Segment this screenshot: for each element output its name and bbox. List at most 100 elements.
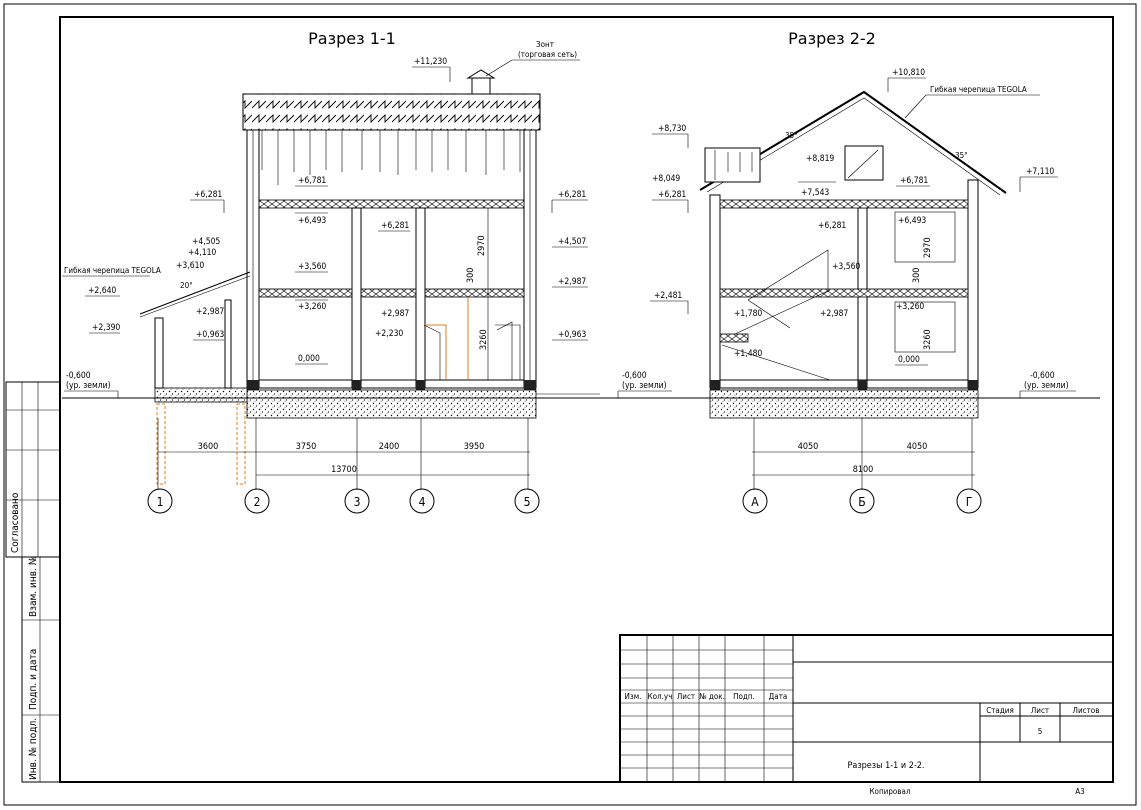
axis-g: Г <box>966 495 973 509</box>
axis-5: 5 <box>524 495 531 509</box>
svg-text:+2,987: +2,987 <box>196 307 224 317</box>
svg-text:+4,505: +4,505 <box>192 237 220 247</box>
svg-text:2970: 2970 <box>477 235 487 256</box>
svg-text:+6,281: +6,281 <box>558 190 586 200</box>
svg-text:+2,481: +2,481 <box>654 291 682 301</box>
col-list: Лист <box>677 692 695 701</box>
svg-text:+8,049: +8,049 <box>652 174 680 184</box>
svg-text:3260: 3260 <box>923 329 933 350</box>
drawing-title: Разрезы 1-1 и 2-2. <box>848 761 925 771</box>
svg-text:300: 300 <box>466 268 476 283</box>
svg-text:+6,281: +6,281 <box>658 190 686 200</box>
svg-text:3950: 3950 <box>464 442 485 452</box>
svg-text:+6,781: +6,781 <box>900 176 928 186</box>
svg-text:(ур. земли): (ур. земли) <box>622 381 667 391</box>
svg-text:-0,600: -0,600 <box>622 371 647 381</box>
copied-label: Копировал <box>869 787 910 796</box>
axis-b: Б <box>858 495 865 509</box>
svg-text:+0,963: +0,963 <box>558 330 586 340</box>
svg-text:+6,493: +6,493 <box>298 216 326 226</box>
agreed-label: Согласовано <box>10 492 21 553</box>
section-2-title: Разрез 2-2 <box>788 29 876 48</box>
svg-text:4050: 4050 <box>798 442 819 452</box>
svg-text:(торговая сеть): (торговая сеть) <box>518 50 577 59</box>
svg-text:+11,230: +11,230 <box>414 57 447 67</box>
inv-orig-label: Инв. № подл. <box>28 718 39 780</box>
foundation-1 <box>246 389 537 419</box>
stage-label: Стадия <box>986 706 1014 715</box>
svg-text:+6,493: +6,493 <box>898 216 926 226</box>
section-1-1: Разрез 1-1 <box>62 29 600 514</box>
svg-text:-0,600: -0,600 <box>1030 371 1055 381</box>
svg-text:+0,963: +0,963 <box>196 330 224 340</box>
svg-text:3600: 3600 <box>198 442 219 452</box>
sign-date-label: Подп. и дата <box>28 649 39 710</box>
svg-text:+8,730: +8,730 <box>658 124 686 134</box>
col-podp: Подп. <box>733 692 755 701</box>
svg-text:+7,110: +7,110 <box>1026 167 1054 177</box>
foundation-2 <box>709 389 979 419</box>
col-koluch: Кол.уч <box>648 692 673 701</box>
svg-text:-0,600: -0,600 <box>66 371 91 381</box>
format-label: А3 <box>1075 787 1085 796</box>
svg-text:35°: 35° <box>955 151 968 160</box>
svg-text:35°: 35° <box>785 131 798 140</box>
svg-text:+2,640: +2,640 <box>88 286 116 296</box>
svg-text:0,000: 0,000 <box>898 355 920 365</box>
svg-text:+7,543: +7,543 <box>801 188 829 198</box>
svg-text:+6,781: +6,781 <box>298 176 326 186</box>
svg-text:+4,507: +4,507 <box>558 237 586 247</box>
svg-text:3260: 3260 <box>479 329 489 350</box>
col-ndok: № док. <box>699 692 725 701</box>
svg-text:+8,819: +8,819 <box>806 154 834 164</box>
svg-text:+4,110: +4,110 <box>188 248 216 258</box>
axis-3: 3 <box>354 495 361 509</box>
roof-1 <box>242 93 541 131</box>
svg-text:+3,260: +3,260 <box>298 302 326 312</box>
svg-text:4050: 4050 <box>907 442 928 452</box>
svg-text:3750: 3750 <box>296 442 317 452</box>
svg-text:0,000: 0,000 <box>298 354 320 364</box>
axis-4: 4 <box>419 495 426 509</box>
svg-text:+3,260: +3,260 <box>896 302 924 312</box>
axis-a: А <box>751 495 759 509</box>
svg-text:+3,610: +3,610 <box>176 261 204 271</box>
sheet-number: 5 <box>1038 727 1043 736</box>
svg-text:Зонт: Зонт <box>536 40 554 49</box>
outer-border <box>3 3 1137 806</box>
umbrella-vent <box>471 77 491 95</box>
axis-1: 1 <box>157 495 164 509</box>
svg-text:+2,987: +2,987 <box>558 277 586 287</box>
slab-attic <box>258 199 525 209</box>
svg-text:2400: 2400 <box>379 442 400 452</box>
svg-text:+2,987: +2,987 <box>820 309 848 319</box>
svg-text:300: 300 <box>912 268 922 283</box>
svg-text:(ур. земли): (ур. земли) <box>66 381 111 391</box>
col-data: Дата <box>769 692 788 701</box>
inv-replace-label: Взам. инв. № <box>28 556 39 617</box>
staircase <box>721 249 831 381</box>
svg-text:+6,281: +6,281 <box>381 221 409 231</box>
svg-text:20°: 20° <box>180 281 193 290</box>
svg-text:(ур. земли): (ур. земли) <box>1024 381 1069 391</box>
svg-text:2970: 2970 <box>923 237 933 258</box>
svg-text:+6,281: +6,281 <box>818 221 846 231</box>
sheets-label: Листов <box>1073 706 1100 715</box>
axis-bubbles-1: 1 2 3 4 5 <box>147 488 540 514</box>
svg-text:+3,560: +3,560 <box>298 262 326 272</box>
svg-text:8100: 8100 <box>853 465 874 475</box>
side-fields: Согласовано Взам. инв. № Подп. и дата Ин… <box>5 381 61 783</box>
slab-floor-2 <box>258 288 525 298</box>
svg-text:+2,230: +2,230 <box>375 329 403 339</box>
svg-text:Гибкая черепица TEGOLA: Гибкая черепица TEGOLA <box>64 265 161 275</box>
axis-2: 2 <box>254 495 261 509</box>
svg-text:+6,281: +6,281 <box>194 190 222 200</box>
svg-text:13700: 13700 <box>331 465 357 475</box>
title-block: Изм. Кол.уч Лист № док. Подп. Дата Стади… <box>619 634 1114 796</box>
axis-bubbles-2: А Б Г <box>742 488 982 514</box>
svg-text:+2,987: +2,987 <box>381 309 409 319</box>
section-1-title: Разрез 1-1 <box>308 29 396 48</box>
col-izm: Изм. <box>625 692 642 701</box>
svg-text:Гибкая черепица TEGOLA: Гибкая черепица TEGOLA <box>930 84 1027 94</box>
